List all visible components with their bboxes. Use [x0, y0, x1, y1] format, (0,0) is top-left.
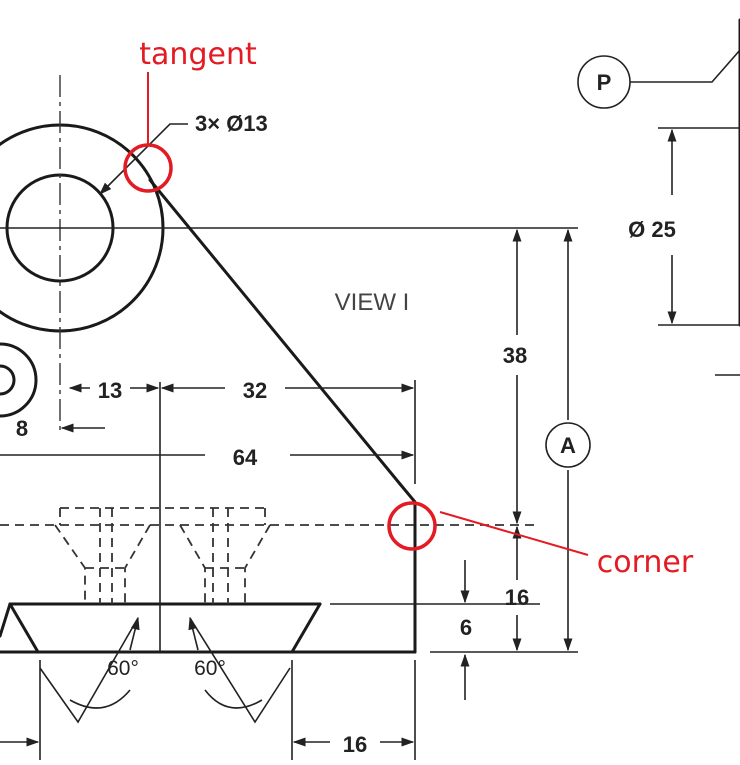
dimension-a: A: [545, 228, 591, 652]
dim-16-right-label: 16: [505, 585, 529, 610]
dim-diameter-label: Ø 25: [628, 217, 676, 242]
dim-8-label: 8: [16, 416, 28, 441]
datum-p-label: P: [597, 70, 612, 95]
dim-13-label: 13: [98, 378, 122, 403]
datum-a-label: A: [560, 433, 576, 458]
dimension-38: 38: [503, 228, 527, 525]
corner-pointer-line: [439, 511, 589, 556]
hole-callout-label: 3× Ø13: [195, 111, 268, 136]
countersink-right-b: [244, 524, 271, 604]
base-plate: [0, 602, 417, 654]
angle-left-arrow: [129, 616, 140, 651]
right-vertical-edge: [398, 482, 417, 654]
view-label: VIEW I: [335, 289, 410, 316]
tangent-edge-line: [148, 178, 402, 486]
tangent-highlight-circle: [123, 143, 173, 193]
corner-annotation: corner: [597, 545, 694, 580]
angle-right-arrow: [188, 616, 199, 651]
dim-64-label: 64: [233, 445, 258, 470]
angle-dimensions: 60° 60°: [39, 616, 291, 724]
countersink-left-b: [124, 524, 151, 604]
countersink-left-a: [54, 524, 86, 604]
corner-highlight-circle: [387, 501, 437, 551]
angle-left-label: 60°: [107, 657, 139, 680]
dimension-6: 6: [460, 560, 472, 700]
right-dovetail: [290, 602, 322, 654]
tangent-annotation: tangent: [139, 37, 257, 72]
small-hole-outer: [0, 342, 38, 418]
dim-16-bottom-label: 16: [343, 732, 367, 757]
hole-callout: 3× Ø13: [99, 111, 268, 195]
dim-6-label: 6: [460, 615, 472, 640]
left-cut-edge: [0, 602, 12, 638]
hidden-features: [0, 507, 540, 604]
small-hole-feature: [0, 342, 38, 418]
angle-right-arc: [204, 689, 263, 709]
hole-callout-leader: [99, 123, 188, 195]
left-dovetail: [8, 602, 40, 654]
side-view: P Ø 25: [577, 18, 740, 376]
dimension-8: 8: [16, 416, 105, 441]
countersink-right-a: [179, 524, 206, 604]
dimension-16-bottom: 16: [0, 660, 416, 760]
dimension-64: 64: [0, 445, 415, 470]
boss-feature: [0, 75, 578, 435]
dimension-16-right: 16: [505, 525, 529, 652]
angle-left-arc: [69, 689, 131, 709]
small-hole-inner: [0, 364, 16, 396]
datum-a-circle: [545, 422, 591, 468]
angle-right-label: 60°: [194, 657, 226, 680]
dim-38-label: 38: [503, 343, 527, 368]
red-annotations: tangent corner: [123, 37, 694, 580]
dim-32-label: 32: [243, 378, 267, 403]
dimension-13-32: 13 32: [68, 378, 415, 403]
datum-p-leader: [630, 49, 740, 83]
angle-left-lines: [39, 617, 139, 724]
angle-right-lines: [189, 617, 291, 724]
